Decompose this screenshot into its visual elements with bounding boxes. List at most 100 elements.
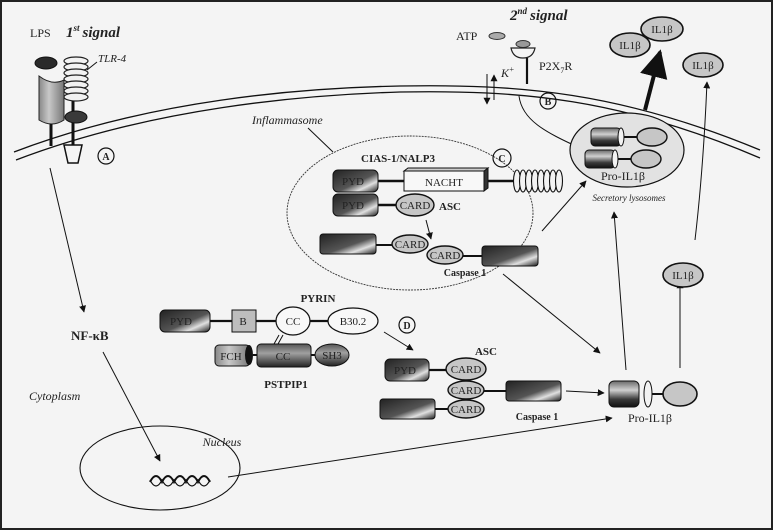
inflammasome-to-lysosome-arrow (541, 180, 587, 232)
caspase1-label: Caspase 1 (444, 268, 487, 279)
inflammasome-to-pro-il1b-arrow (502, 273, 601, 354)
svg-text:IL1β: IL1β (692, 60, 714, 72)
svg-text:IL1β: IL1β (672, 270, 694, 282)
atp-bound-icon (515, 40, 531, 48)
asc-to-caspase-arrow (425, 219, 433, 240)
inflammasome-leader-line (307, 127, 334, 153)
nlrp3-pyd-domain: PYD (332, 169, 379, 193)
lysosome-exocytosis-arrow (640, 49, 668, 111)
svg-text:CC: CC (276, 351, 291, 363)
nlrp3-label: CIAS-1/NALP3 (361, 153, 435, 165)
svg-text:CC: CC (286, 316, 301, 328)
svg-text:SH3: SH3 (322, 350, 342, 362)
marker-d: D (403, 321, 410, 332)
svg-text:PYD: PYD (342, 200, 364, 212)
atp-molecule-icon (488, 32, 506, 40)
inflammasome-group: Inflammasome CIAS-1/NALP3 C PYD NACHT (251, 113, 601, 354)
pro-il1b-to-lysosome-arrow (610, 211, 627, 371)
pyrin-pstpip1-bond-1 (273, 334, 280, 345)
pstpip1-cc-domain: CC (256, 343, 312, 368)
svg-text:CARD: CARD (451, 364, 482, 376)
secreted-il1b-3: IL1β (682, 52, 724, 78)
asc-lower-card-3: CARD (447, 399, 485, 419)
marker-b-circle (539, 92, 557, 110)
nacht-domain: NACHT (402, 167, 490, 192)
cytosolic-il1b: IL1β (662, 262, 704, 288)
svg-text:PYD: PYD (342, 176, 364, 188)
svg-text:NACHT: NACHT (425, 177, 463, 189)
svg-text:B30.2: B30.2 (340, 316, 367, 328)
pro-il1b-in-lysosome-2 (584, 149, 662, 169)
cytoplasm-label: Cytoplasm (29, 389, 81, 403)
lysosome-caption: Secretory lysosomes (593, 193, 666, 203)
marker-a: A (102, 152, 110, 163)
pstpip1-sh3-domain: SH3 (314, 343, 350, 367)
pyrin-group: PYRIN PYD B CC B30.2 D (159, 293, 416, 351)
svg-text:FCH: FCH (220, 351, 241, 363)
asc-lower-label: ASC (475, 346, 497, 358)
svg-text:B: B (239, 316, 246, 328)
marker-c: C (498, 154, 505, 165)
caspase1-card-domain-1: CARD (391, 234, 429, 254)
tlr4-label: TLR-4 (98, 53, 127, 65)
asc-lower-pyd-domain: PYD (384, 358, 430, 382)
pro-il1b-label: Pro-IL1β (628, 411, 672, 425)
nfkb-label: NF-κB (71, 328, 109, 343)
lps-molecule-icon (34, 56, 58, 70)
pstpip1-group: FCH CC SH3 PSTPIP1 (214, 343, 350, 391)
asc-label: ASC (439, 201, 461, 213)
svg-text:PYD: PYD (170, 316, 192, 328)
svg-text:CARD: CARD (395, 239, 426, 251)
p2x7-receptor-icon (510, 47, 536, 59)
lrr-domain-icon (512, 169, 564, 193)
pyrin-pstpip1-bond-2 (277, 334, 284, 345)
secreted-il1b-group: IL1β IL1β IL1β (609, 16, 724, 241)
pro-il1b-cytosolic: Pro-IL1β (608, 380, 698, 425)
tlr4-leader-line (86, 61, 98, 71)
pstpip1-label: PSTPIP1 (264, 379, 307, 391)
pyrin-cc-domain: CC (275, 306, 311, 336)
caspase-lower-p20-domain (379, 398, 436, 420)
pro-il1b-in-lysosome-1 (590, 127, 668, 147)
svg-text:CARD: CARD (451, 385, 482, 397)
inflammasome-caption: Inflammasome (251, 113, 323, 127)
caspase1-p10-domain (481, 245, 539, 267)
asc-lower-card-2: CARD (447, 380, 485, 400)
marker-b: B (545, 97, 552, 108)
caspase-lower-p10-domain (505, 380, 562, 402)
myd88-adaptor-icon (63, 144, 83, 164)
inflammasome-boundary (286, 135, 534, 291)
pyrin-label: PYRIN (301, 293, 336, 305)
secreted-il1b-2: IL1β (640, 16, 684, 42)
svg-text:CARD: CARD (430, 250, 461, 262)
pyrin-pyd-domain: PYD (159, 309, 211, 333)
p2x7-to-lysosome-arrow (518, 95, 581, 149)
cd14-receptor-icon (38, 74, 65, 125)
asc-lower-card-1: CARD (445, 357, 487, 381)
svg-text:CARD: CARD (451, 404, 482, 416)
secreted-il1b-1: IL1β (609, 32, 651, 58)
marker-c-circle (492, 148, 512, 168)
tlr4-to-nfkb-arrow (49, 167, 86, 313)
caspase1-card-domain-2: CARD (426, 245, 464, 265)
svg-text:PYD: PYD (394, 365, 416, 377)
pyrin-b302-domain: B30.2 (327, 307, 379, 335)
atp-label: ATP (456, 29, 478, 43)
svg-text:IL1β: IL1β (619, 40, 641, 52)
dna-helix-icon (149, 475, 211, 487)
pyrin-b-box-domain: B (231, 309, 257, 333)
lps-label: LPS (30, 26, 51, 40)
p2x7r-label: P2X7R (539, 59, 572, 75)
lysosome-content-label: Pro-IL1β (601, 169, 645, 183)
nfkb-to-nucleus-arrow (102, 351, 161, 462)
pstpip1-fch-domain: FCH (214, 344, 253, 367)
tlr4-adaptor-icon (64, 110, 88, 124)
transcription-arrow (227, 415, 613, 478)
